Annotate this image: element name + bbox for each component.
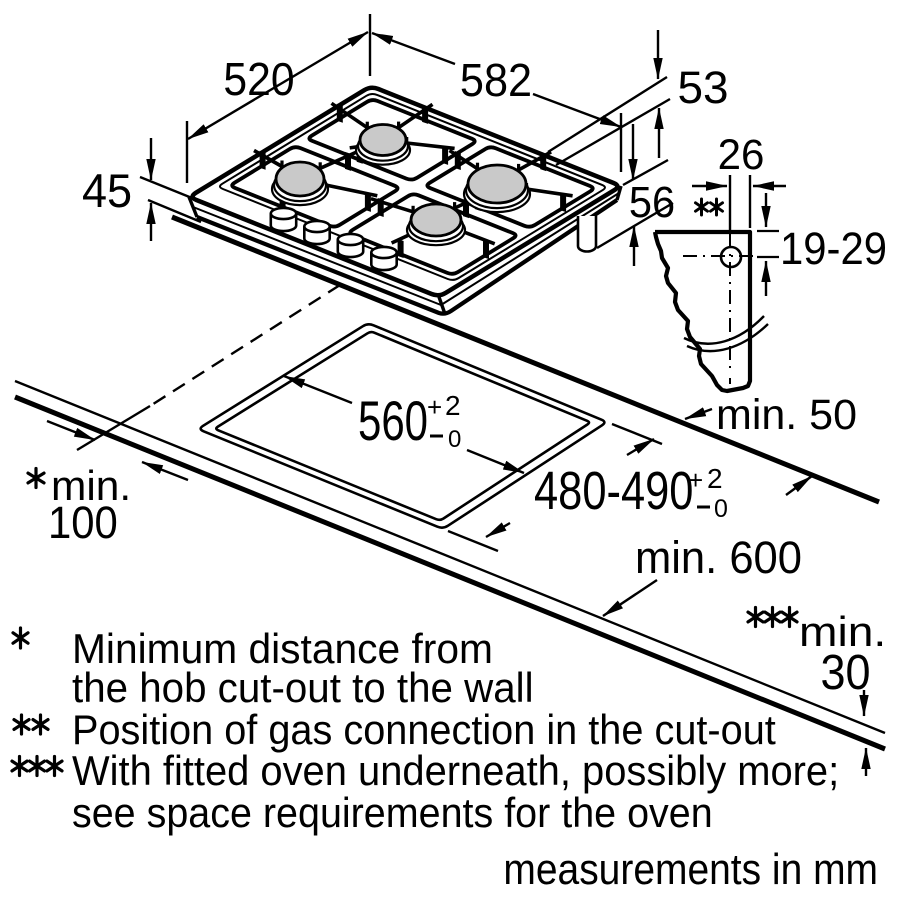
svg-text:2: 2	[707, 463, 723, 494]
svg-text:520: 520	[223, 55, 294, 106]
svg-text:100: 100	[48, 499, 118, 549]
svg-text:560: 560	[358, 390, 428, 452]
svg-text:min. 600: min. 600	[635, 533, 802, 583]
svg-text:the hob cut-out to the wall: the hob cut-out to the wall	[72, 664, 534, 711]
svg-text:+: +	[427, 392, 442, 422]
svg-text:measurements in mm: measurements in mm	[503, 844, 878, 894]
svg-text:0: 0	[714, 495, 728, 523]
svg-text:+: +	[688, 465, 703, 495]
svg-text:min. 50: min. 50	[716, 391, 857, 439]
svg-text:56: 56	[629, 178, 675, 227]
svg-text:53: 53	[677, 62, 728, 112]
svg-text:2: 2	[445, 390, 461, 421]
svg-text:0: 0	[448, 426, 461, 453]
svg-text:26: 26	[718, 131, 765, 178]
svg-text:582: 582	[460, 56, 532, 106]
svg-text:45: 45	[82, 164, 132, 217]
svg-text:30: 30	[820, 644, 870, 699]
svg-text:see space requirements for the: see space requirements for the oven	[72, 789, 713, 836]
svg-text:With fitted oven underneath, p: With fitted oven underneath, possibly mo…	[72, 747, 839, 794]
svg-text:19-29: 19-29	[780, 225, 887, 275]
svg-text:480-490: 480-490	[534, 462, 693, 521]
